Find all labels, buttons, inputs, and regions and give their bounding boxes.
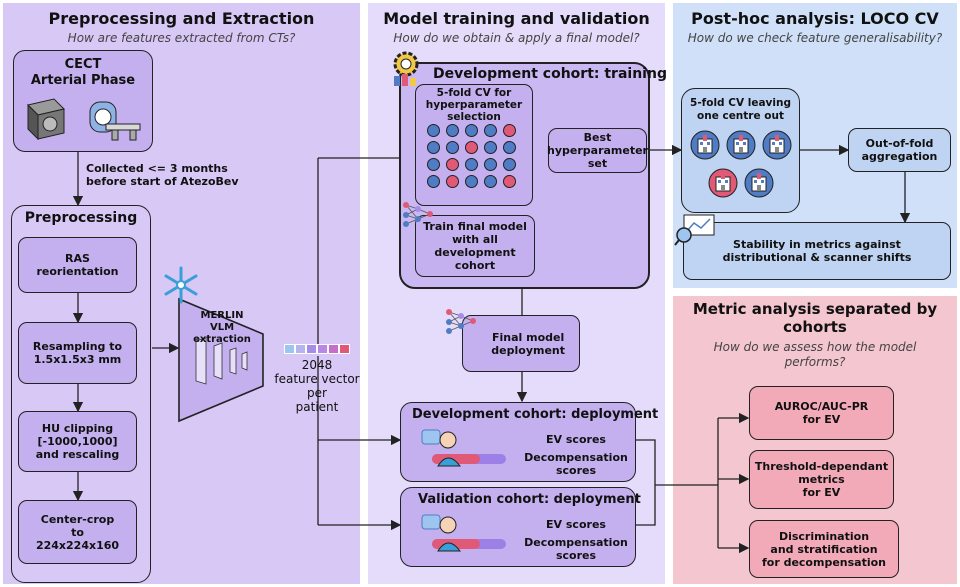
stability-box: Stability in metrics against distributio…: [683, 222, 951, 280]
hospital-icon: [762, 130, 792, 160]
dev-training-title: Development cohort: training: [433, 66, 667, 82]
cv-fold-dot: [484, 124, 497, 137]
cv-fold-dot: [427, 141, 440, 154]
cv-fold-dot: [465, 175, 478, 188]
cv-fold-dot: [427, 158, 440, 171]
chart-magnifier-icon: [674, 214, 715, 246]
merlin-label: MERLIN VLM extraction: [193, 310, 251, 345]
ct-scanner-icon: [89, 101, 141, 141]
metric-discrimination-label: Discrimination and stratification for de…: [761, 529, 887, 569]
feature-cell: [306, 344, 317, 354]
snowflake-icon: [164, 266, 198, 304]
cv-fold-dot: [465, 124, 478, 137]
dev-ev-scores: EV scores: [546, 433, 606, 446]
loco-title: Post-hoc analysis: LOCO CV: [691, 9, 939, 28]
step-ras-label: RAS reorientation: [36, 252, 119, 278]
loco-cv-label: 5-fold CV leaving one centre out: [690, 97, 791, 122]
training-title: Model training and validation: [383, 9, 650, 28]
step-center-crop: Center-crop to 224x224x160: [18, 500, 137, 564]
oof-label: Out-of-fold aggregation: [861, 137, 938, 163]
step-hu-clipping: HU clipping [-1000,1000] and rescaling: [18, 411, 137, 472]
doctor-icon: [421, 514, 506, 552]
cv-fold-dot: [446, 124, 459, 137]
metrics-subtitle: How do we assess how the model performs?: [713, 340, 917, 369]
dev-decomp-scores: Decompensation scores: [524, 451, 628, 477]
feature-cell: [317, 344, 328, 354]
preprocessing-title: Preprocessing and Extraction: [48, 9, 315, 28]
metric-discrimination-box: Discrimination and stratification for de…: [749, 520, 899, 578]
metric-threshold-box: Threshold-dependant metrics for EV: [749, 450, 894, 509]
merlin-encoder: [178, 297, 264, 423]
final-deploy-label: Final model deployment: [491, 330, 565, 357]
preprocessing-container: Preprocessing: [11, 205, 151, 583]
val-decomp-scores: Decompensation scores: [524, 536, 628, 562]
preprocessing-subtitle: How are features extracted from CTs?: [67, 31, 296, 45]
step-resampling: Resampling to 1.5x1.5x3 mm: [18, 322, 137, 384]
step-ras-reorientation: RAS reorientation: [18, 237, 137, 293]
neural-network-icon: [403, 202, 433, 227]
train-final-label: Train final model with all development c…: [423, 220, 527, 272]
step-hu-label: HU clipping [-1000,1000] and rescaling: [35, 422, 120, 461]
ct-volume-icon: [27, 98, 65, 141]
doctor-icon: [421, 429, 506, 467]
step-resampling-label: Resampling to 1.5x1.5x3 mm: [32, 340, 123, 366]
train-final-box: Train final model with all development c…: [415, 215, 535, 277]
hospital-grid: [690, 130, 794, 208]
feature-cell: [339, 344, 350, 354]
out-of-fold-box: Out-of-fold aggregation: [848, 128, 951, 172]
metric-threshold-label: Threshold-dependant metrics for EV: [754, 460, 889, 499]
dev-deployment-box: [400, 402, 636, 482]
neural-network-icon: [446, 309, 476, 334]
hospital-icon: [744, 168, 774, 198]
stability-label: Stability in metrics against distributio…: [722, 238, 912, 264]
cv-dot-grid: [427, 124, 523, 200]
feature-cell: [295, 344, 306, 354]
cv-fold-dot: [503, 124, 516, 137]
cv-fold-dot: [446, 158, 459, 171]
cv-fold-dot: [484, 175, 497, 188]
hospital-icon: [726, 130, 756, 160]
collected-note: Collected <= 3 months before start of At…: [86, 162, 239, 188]
val-ev-scores: EV scores: [546, 518, 606, 531]
feature-vector: [284, 344, 350, 354]
cv-fold-dot: [503, 158, 516, 171]
training-subtitle: How do we obtain & apply a final model?: [393, 31, 640, 45]
gear-icon: [393, 51, 419, 86]
cect-title: CECT Arterial Phase: [30, 57, 136, 88]
feature-cell: [328, 344, 339, 354]
cv-fold-dot: [465, 158, 478, 171]
feature-caption: 2048 feature vector per patient: [274, 358, 360, 414]
best-hyperparameter-box: Best hyperparameter set: [547, 128, 648, 173]
cv-fold-dot: [446, 175, 459, 188]
val-deployment-title: Validation cohort: deployment: [418, 492, 641, 507]
hospital-icon: [690, 130, 720, 160]
metrics-title: Metric analysis separated by cohorts: [692, 300, 938, 336]
metric-auroc-label: AUROC/AUC-PR for EV: [774, 400, 869, 426]
feature-cell: [284, 344, 295, 354]
cv-fold-dot: [465, 141, 478, 154]
cv-fold-dot: [484, 158, 497, 171]
dev-deployment-title: Development cohort: deployment: [412, 407, 659, 422]
final-deployment-box: Final model deployment: [462, 315, 580, 372]
cv-fold-dot: [427, 175, 440, 188]
best-hp-label: Best hyperparameter set: [547, 131, 648, 170]
cv-fold-dot: [503, 141, 516, 154]
cv-fold-dot: [503, 175, 516, 188]
hospital-icon: [708, 168, 738, 198]
preprocessing-heading: Preprocessing: [24, 210, 138, 226]
cv-title: 5-fold CV for hyperparameter selection: [425, 87, 523, 123]
cv-fold-dot: [446, 141, 459, 154]
cv-fold-dot: [427, 124, 440, 137]
cv-fold-dot: [484, 141, 497, 154]
metric-auroc-box: AUROC/AUC-PR for EV: [749, 386, 894, 440]
step-crop-label: Center-crop to 224x224x160: [35, 512, 120, 552]
loco-subtitle: How do we check feature generalisability…: [687, 31, 943, 45]
